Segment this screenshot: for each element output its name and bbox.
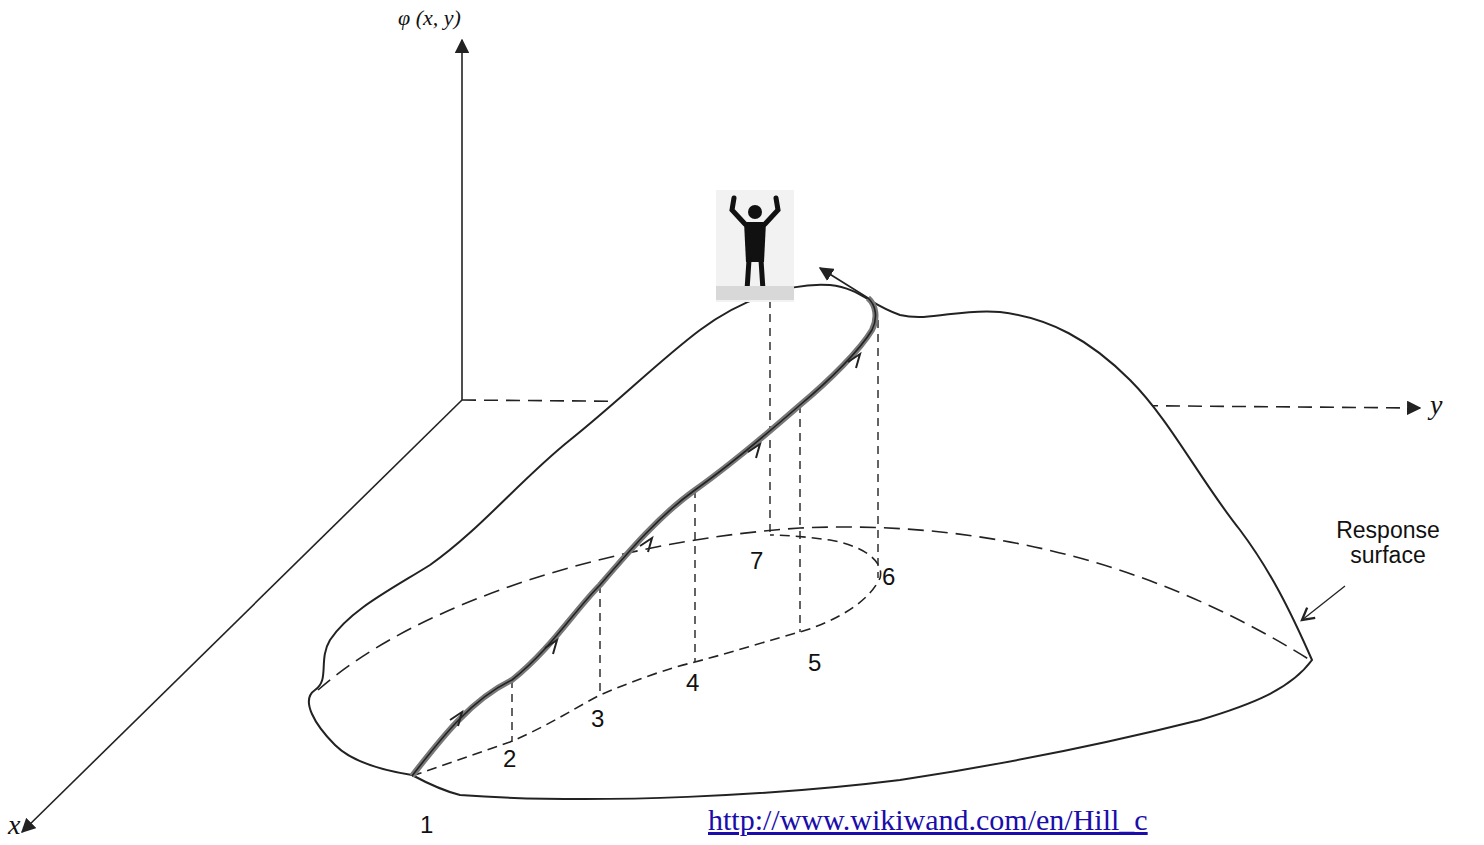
person-icon [716,190,794,302]
point-number: 7 [750,548,763,574]
leader-line [1302,586,1345,620]
point-number: 2 [503,746,516,772]
projected-path [412,535,881,776]
climb-path-core [412,268,875,776]
point-number: 4 [686,670,699,696]
axes [22,40,1420,832]
source-link: http://www.wikiwand.com/en/Hill_c [708,803,1148,836]
surface-label: Response surface [1318,518,1458,569]
response-surface [309,285,1312,799]
climb-path [412,298,875,776]
path-arrowheads [450,354,860,726]
contour-line [318,527,1310,690]
point-number: 1 [420,812,433,838]
point-number: 3 [591,706,604,732]
axis-label: φ (x, y) [398,6,461,30]
point-number: 5 [808,650,821,676]
axis-label: y [1430,390,1442,421]
drop-lines [512,300,878,742]
point-number: 6 [882,564,895,590]
axis-label: x [8,810,20,841]
